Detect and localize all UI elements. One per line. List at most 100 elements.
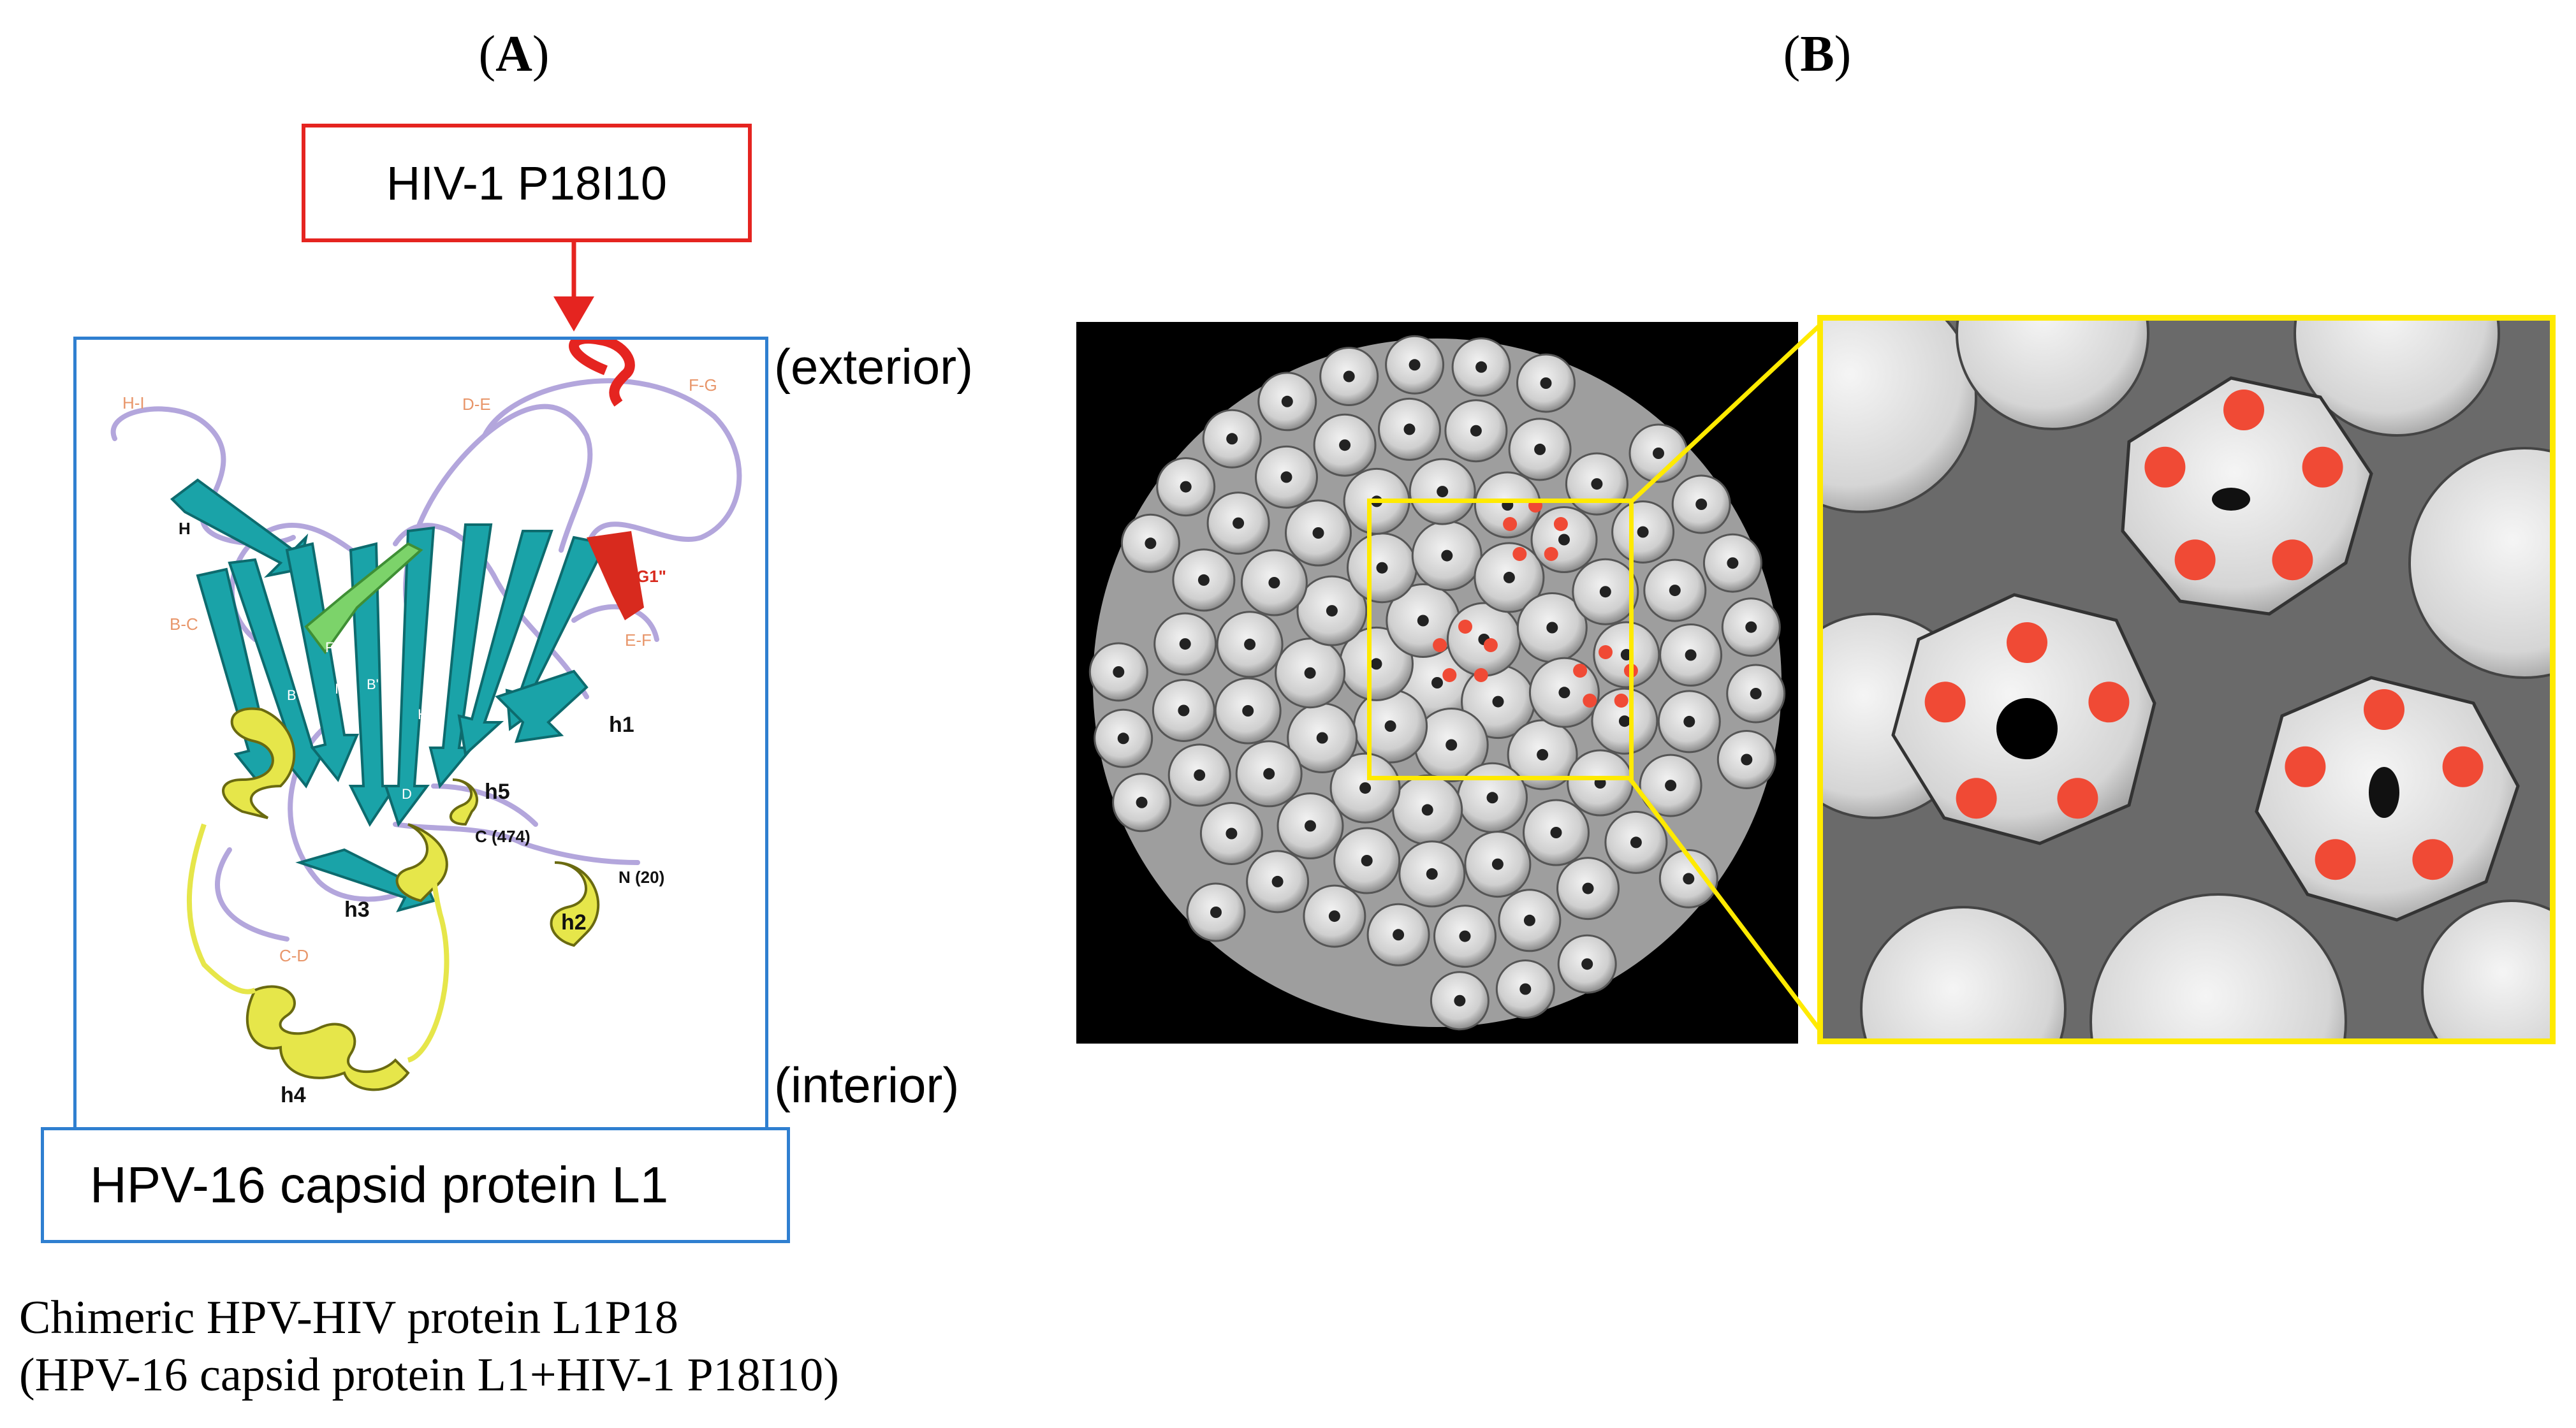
label-e: E: [472, 659, 481, 674]
label-f-g: F-G: [689, 375, 717, 395]
capsomere-pore: [1179, 638, 1191, 650]
capsomere-pore: [1546, 622, 1558, 634]
capsomere-pore: [1409, 359, 1421, 371]
capsomere-pore: [1113, 666, 1125, 678]
g1-strand: [587, 531, 644, 620]
epitope-dot: [1583, 694, 1597, 708]
capsomere-pore: [1550, 827, 1562, 838]
capsomere-pore: [1630, 836, 1642, 849]
capsomere-pore: [1475, 361, 1488, 373]
panel-b-label: (B): [1783, 26, 1852, 82]
exterior-label: (exterior): [774, 339, 974, 395]
ribbon-diagram: H-I D-E F-G H G1" B-C E-F h1 h5 C (474) …: [110, 340, 742, 1107]
zoom-background-capsomeres: [1823, 321, 2550, 1038]
capsomere-pore: [1745, 621, 1757, 633]
capsomere-pore: [1437, 486, 1449, 498]
capsomere-pore: [1421, 804, 1433, 816]
capsomere-pore: [1226, 433, 1238, 445]
epitope-dot: [1458, 620, 1472, 634]
capsomere-pore: [1197, 574, 1210, 586]
label-h3: h3: [344, 898, 370, 922]
hiv-insert-label: HIV-1 P18I10: [386, 156, 668, 210]
epitope-dot: [1483, 638, 1498, 652]
capsomere-pore: [1271, 875, 1284, 887]
epitope-dot: [1474, 668, 1488, 682]
capsomere-pore: [1669, 585, 1681, 597]
epitope-dot: [1433, 638, 1447, 652]
protein-box-label: HPV-16 capsid protein L1: [90, 1156, 669, 1213]
label-b-c: B-C: [170, 615, 198, 634]
epitope-dot: [1503, 517, 1518, 531]
capsomere-pore: [1441, 550, 1453, 562]
capsomere-pore: [1454, 994, 1466, 1007]
capsomere-pore: [1233, 517, 1245, 529]
capsomere-pore: [1393, 929, 1405, 941]
capsomere-pore: [1534, 443, 1546, 455]
protein-box: HPV-16 capsid protein L1: [41, 1127, 790, 1243]
epitope-dots: [1924, 390, 2484, 880]
epitope-dot: [1573, 664, 1588, 678]
capsomere-pore: [1304, 667, 1316, 679]
capsomere-pore: [1683, 715, 1695, 727]
capsomere-pore: [1523, 914, 1535, 926]
capsomere-pore: [1328, 910, 1340, 922]
capsomere-pore: [1268, 577, 1280, 588]
label-g: G: [437, 598, 448, 614]
caption-line-2: (HPV-16 capsid protein L1+HIV-1 P18I10): [19, 1349, 839, 1401]
capsid-svg: [1088, 335, 1786, 1031]
epitope-dot: [2412, 839, 2454, 880]
capsomere-pore: [1431, 677, 1443, 688]
capsomere-pore: [1117, 732, 1129, 745]
capsomere-pore: [1750, 688, 1762, 699]
capsomere-pore: [1136, 796, 1148, 808]
epitope-dot: [1544, 547, 1558, 561]
label-b: B: [287, 687, 296, 703]
capsomere-pore: [1519, 983, 1532, 995]
interior-label: (interior): [774, 1057, 960, 1113]
capsomere-pore: [1343, 370, 1355, 382]
capsomere-pore: [1537, 748, 1549, 761]
hiv-insert-box: HIV-1 P18I10: [302, 124, 752, 242]
capsomere-pore: [1426, 868, 1438, 880]
capsomere-pore: [1558, 534, 1570, 546]
capsomere-pore: [1370, 658, 1382, 670]
epitope-dot: [1553, 517, 1568, 531]
capsomere-pore: [1281, 395, 1293, 407]
label-h4: h4: [281, 1083, 306, 1107]
capsomere-pore: [1637, 526, 1649, 538]
capsomere-pore: [1316, 732, 1328, 744]
epitope-dot: [2007, 622, 2047, 663]
label-h-inner: H: [418, 706, 428, 722]
capsomere-pore: [1403, 423, 1416, 435]
label-e-f: E-F: [625, 630, 652, 650]
epitope-dot: [2442, 746, 2484, 787]
panel-a-label: (A): [478, 26, 550, 82]
capsomere-pore: [1180, 481, 1192, 493]
structure-labels: H-I D-E F-G H G1" B-C E-F h1 h5 C (474) …: [122, 375, 717, 1107]
capsomere-pore: [1492, 696, 1504, 708]
epitope-dot: [2223, 390, 2264, 430]
label-h: H: [179, 519, 191, 538]
zoom-pentamer-left: [1891, 593, 2156, 845]
epitope-dot: [2285, 746, 2326, 787]
capsomere-pore: [1540, 377, 1552, 389]
label-h-i: H-I: [122, 393, 145, 412]
capsomere-pore: [1359, 782, 1372, 794]
helix-connectors: [186, 823, 450, 1063]
epitope-dot: [2364, 689, 2404, 730]
capsomere-pore: [1727, 557, 1739, 569]
protein-structure-frame: H-I D-E F-G H G1" B-C E-F h1 h5 C (474) …: [73, 337, 768, 1132]
capsomere-pore: [1305, 820, 1316, 832]
label-f-prime: F': [325, 639, 337, 655]
capsomere-pore: [1486, 792, 1498, 804]
label-h1: h1: [609, 713, 634, 737]
label-c-d: C-D: [279, 946, 309, 965]
capsomere-pore: [1653, 448, 1664, 459]
capsomere-pore: [1445, 739, 1458, 751]
epitope-dot: [2272, 539, 2313, 581]
capsid-zoom-panel: [1817, 315, 2556, 1044]
capsomere-pore: [1558, 687, 1570, 699]
capsomere-pore: [1339, 439, 1351, 451]
label-d-e: D-E: [462, 395, 491, 414]
capsomere-pore: [1417, 615, 1429, 627]
